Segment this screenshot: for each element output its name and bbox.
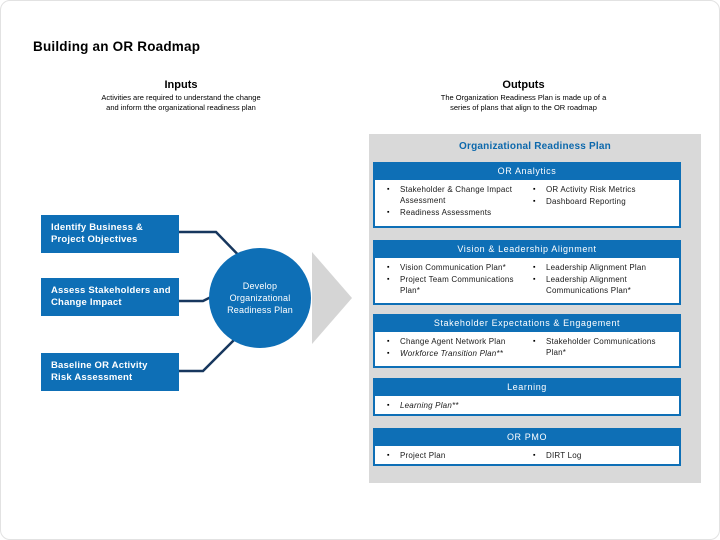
step-baseline-or-activity: Baseline OR Activity Risk Assessment (41, 353, 179, 391)
list-item: ▪ Project Plan (387, 450, 533, 461)
bullet-icon: ▪ (533, 276, 536, 283)
plan-item-label: Readiness Assessments (400, 208, 492, 217)
section-right-column (533, 400, 673, 411)
list-item: ▪ Vision Communication Plan* (387, 262, 533, 273)
bullet-icon: ▪ (533, 198, 536, 205)
section-header: Stakeholder Expectations & Engagement (373, 314, 681, 332)
section-body: ▪ Project Plan ▪ DIRT Log (373, 446, 681, 466)
list-item: ▪ OR Activity Risk Metrics (533, 184, 673, 195)
bullet-icon: ▪ (387, 452, 390, 459)
inputs-description-line2: and inform tthe organizational readiness… (106, 102, 256, 112)
bullet-icon: ▪ (533, 452, 536, 459)
bullet-icon: ▪ (387, 350, 390, 357)
step-label: Identify Business & Project Objectives (51, 221, 143, 246)
bullet-icon: ▪ (387, 264, 390, 271)
bullet-icon: ▪ (387, 276, 390, 283)
hub-label: Develop Organizational Readiness Plan (227, 281, 293, 315)
list-item: ▪ Stakeholder & Change Impact Assessment (387, 184, 533, 206)
section-body: ▪ Vision Communication Plan* ▪ Project T… (373, 258, 681, 305)
plan-item-label: Vision Communication Plan* (400, 263, 506, 272)
section-left-column: ▪ Vision Communication Plan* ▪ Project T… (387, 262, 533, 300)
list-item: ▪ Stakeholder Communications Plan* (533, 336, 673, 358)
list-item: ▪ Learning Plan** (387, 400, 533, 411)
plan-item-label: Change Agent Network Plan (400, 337, 506, 346)
list-item: ▪ Project Team Communications Plan* (387, 274, 533, 296)
bullet-icon: ▪ (387, 209, 390, 216)
outputs-description-line1: The Organization Readiness Plan is made … (440, 93, 607, 102)
list-item: ▪ Leadership Alignment Communications Pl… (533, 274, 673, 296)
outputs-description-line2: series of plans that align to the OR roa… (450, 102, 597, 112)
section-left-column: ▪ Learning Plan** (387, 400, 533, 411)
plan-panel-title: Organizational Readiness Plan (459, 141, 611, 152)
section-right-column: ▪ Leadership Alignment Plan ▪ Leadership… (533, 262, 673, 300)
plan-item-label: Stakeholder Communications Plan* (546, 337, 656, 357)
plan-item-label: Leadership Alignment Plan (546, 263, 647, 272)
section-body: ▪ Learning Plan** (373, 396, 681, 416)
bullet-icon: ▪ (533, 186, 536, 193)
step-assess-stakeholders: Assess Stakeholders and Change Impact (41, 278, 179, 316)
section-right-column: ▪ DIRT Log (533, 450, 673, 461)
section-left-column: ▪ Stakeholder & Change Impact Assessment… (387, 184, 533, 223)
organizational-readiness-plan-panel: Organizational Readiness Plan OR Analyti… (369, 134, 701, 483)
plan-item-label: Learning Plan** (400, 401, 459, 410)
plan-sections: OR Analytics ▪ Stakeholder & Change Impa… (373, 162, 681, 466)
section-or-analytics: OR Analytics ▪ Stakeholder & Change Impa… (373, 162, 681, 228)
outputs-title: Outputs (502, 79, 545, 91)
section-vision-leadership: Vision & Leadership Alignment ▪ Vision C… (373, 240, 681, 305)
outputs-header-block: Outputs The Organization Readiness Plan … (391, 79, 656, 112)
section-learning: Learning ▪ Learning Plan** (373, 378, 681, 416)
step-label: Baseline OR Activity Risk Assessment (51, 359, 148, 384)
section-left-column: ▪ Change Agent Network Plan ▪ Workforce … (387, 336, 533, 363)
plan-item-label: Project Plan (400, 451, 446, 460)
step-identify-business-objectives: Identify Business & Project Objectives (41, 215, 179, 253)
section-stakeholder-engagement: Stakeholder Expectations & Engagement ▪ … (373, 314, 681, 368)
step-label: Assess Stakeholders and Change Impact (51, 284, 171, 309)
plan-item-label: DIRT Log (546, 451, 582, 460)
page-title: Building an OR Roadmap (33, 39, 201, 54)
bullet-icon: ▪ (533, 264, 536, 271)
bullet-icon: ▪ (387, 186, 390, 193)
bullet-icon: ▪ (533, 338, 536, 345)
hub-develop-readiness-plan: Develop Organizational Readiness Plan (209, 248, 311, 348)
list-item: ▪ DIRT Log (533, 450, 673, 461)
plan-item-label: Dashboard Reporting (546, 197, 626, 206)
section-right-column: ▪ Stakeholder Communications Plan* (533, 336, 673, 363)
list-item: ▪ Readiness Assessments (387, 207, 533, 218)
inputs-title: Inputs (164, 79, 198, 91)
section-header: Vision & Leadership Alignment (373, 240, 681, 258)
section-body: ▪ Change Agent Network Plan ▪ Workforce … (373, 332, 681, 368)
plan-item-label: OR Activity Risk Metrics (546, 185, 636, 194)
plan-item-label: Leadership Alignment Communications Plan… (546, 275, 631, 295)
list-item: ▪ Dashboard Reporting (533, 196, 673, 207)
inputs-header-block: Inputs Activities are required to unders… (56, 79, 306, 112)
plan-item-label: Workforce Transition Plan** (400, 349, 504, 358)
list-item: ▪ Change Agent Network Plan (387, 336, 533, 347)
plan-item-label: Stakeholder & Change Impact Assessment (400, 185, 513, 205)
section-header: Learning (373, 378, 681, 396)
section-left-column: ▪ Project Plan (387, 450, 533, 461)
section-body: ▪ Stakeholder & Change Impact Assessment… (373, 180, 681, 228)
section-header: OR Analytics (373, 162, 681, 180)
section-or-pmo: OR PMO ▪ Project Plan ▪ DIRT Log (373, 428, 681, 466)
bullet-icon: ▪ (387, 402, 390, 409)
section-right-column: ▪ OR Activity Risk Metrics ▪ Dashboard R… (533, 184, 673, 223)
section-header: OR PMO (373, 428, 681, 446)
flow-arrow-icon (312, 252, 352, 344)
list-item: ▪ Workforce Transition Plan** (387, 348, 533, 359)
list-item: ▪ Leadership Alignment Plan (533, 262, 673, 273)
inputs-description-line1: Activities are required to understand th… (101, 93, 261, 102)
bullet-icon: ▪ (387, 338, 390, 345)
plan-item-label: Project Team Communications Plan* (400, 275, 514, 295)
